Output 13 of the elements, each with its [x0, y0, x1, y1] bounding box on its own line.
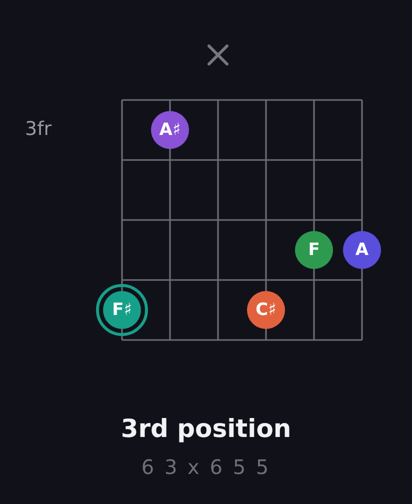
note-label: C♯ [256, 302, 276, 318]
note-label: A [355, 242, 369, 258]
note-marker [151, 111, 189, 149]
note-label: F♯ [112, 302, 132, 318]
note-marker [343, 231, 381, 269]
root-note-marker [96, 284, 148, 336]
note-label: A♯ [159, 122, 181, 138]
note-marker [295, 231, 333, 269]
fret-number-label: 3fr [25, 120, 52, 139]
note-marker [247, 291, 285, 329]
fret-numbers-text: 6 3 x 6 5 5 [141, 456, 271, 478]
note-label: F [308, 242, 320, 258]
chord-title: 3rd position [120, 415, 292, 442]
